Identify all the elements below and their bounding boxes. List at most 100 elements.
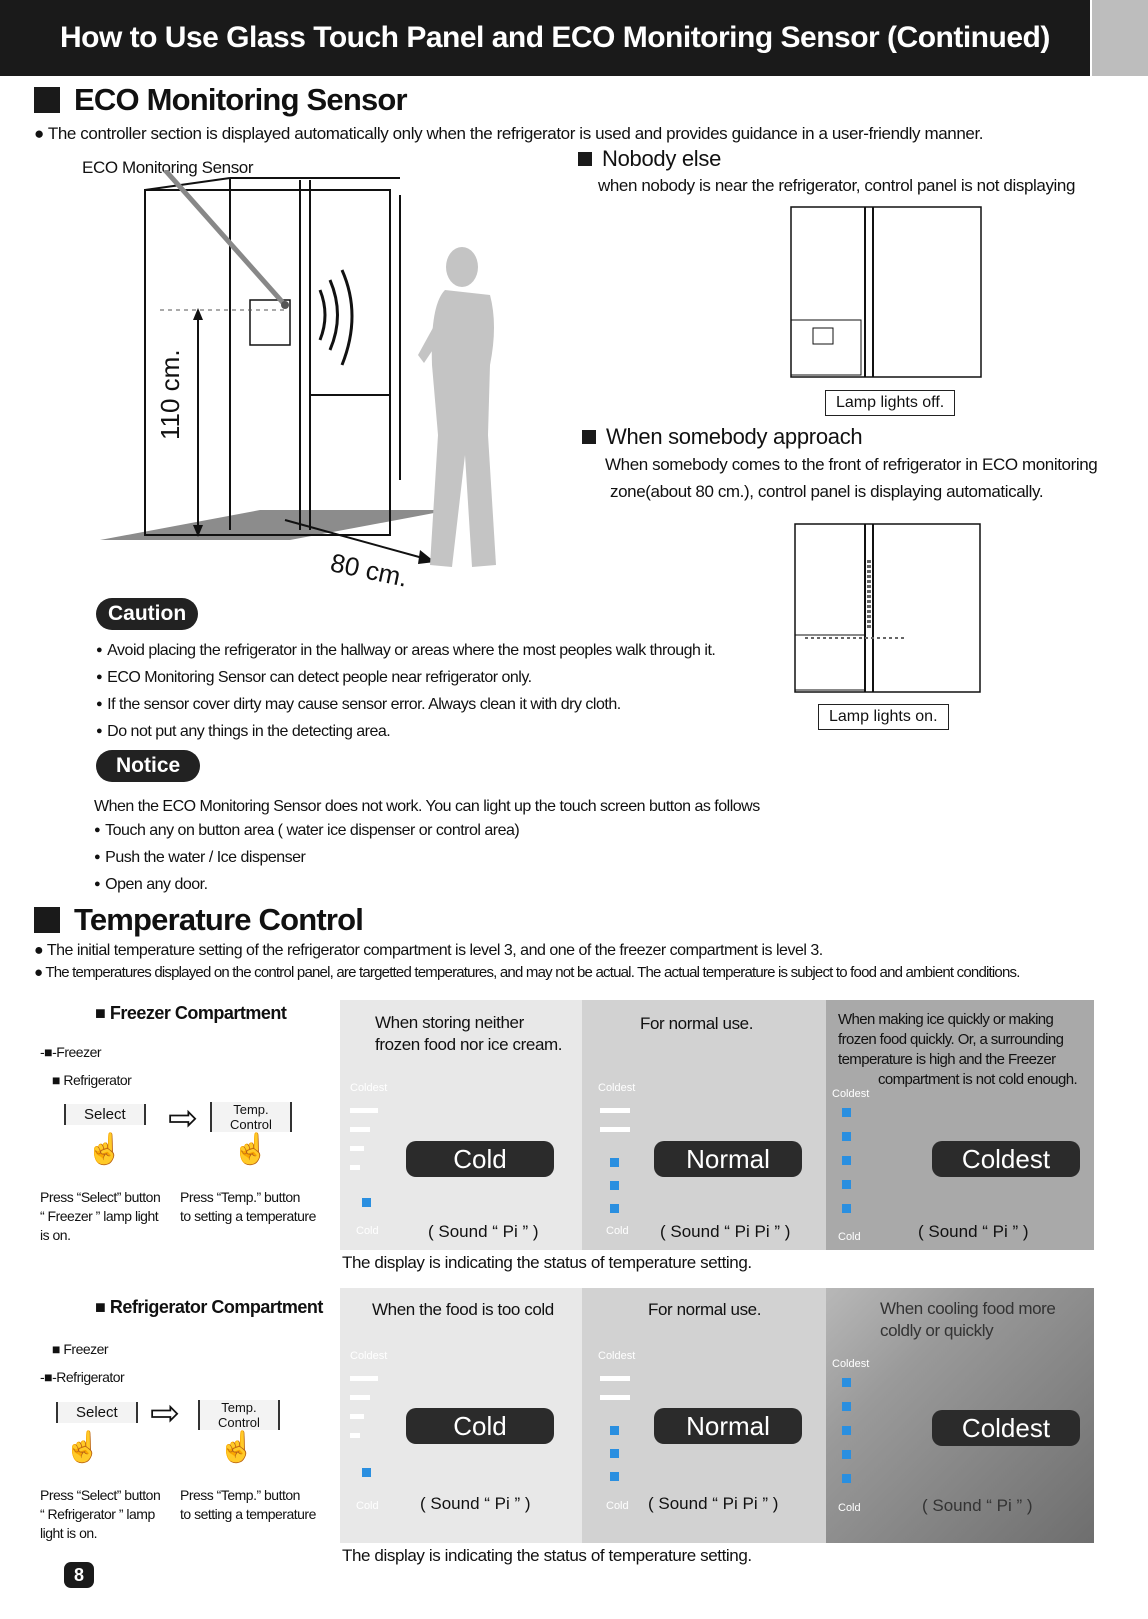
finger-press-icon: ☝ <box>232 1133 270 1166</box>
freezer-panel-coldest <box>826 1000 1094 1250</box>
list-item: Avoid placing the refrigerator in the ha… <box>96 638 716 665</box>
mode-normal-display: Normal <box>654 1408 802 1444</box>
list-item: Push the water / Ice dispenser <box>94 845 519 872</box>
mode-cold-display: Cold <box>406 1408 554 1444</box>
temp-note-1: ● The initial temperature setting of the… <box>34 942 823 959</box>
fridge-status-text: The display is indicating the status of … <box>342 1546 752 1565</box>
caution-list: Avoid placing the refrigerator in the ha… <box>96 638 716 746</box>
level-indicator-icon <box>610 1426 619 1481</box>
mode-coldest-display: Coldest <box>932 1141 1080 1177</box>
level-indicator-icon <box>610 1158 619 1213</box>
level-bars <box>350 1376 378 1438</box>
freezer-panel-cold <box>340 1000 582 1250</box>
level-bottom-label: Cold <box>838 1502 861 1514</box>
list-item: If the sensor cover dirty may cause sens… <box>96 692 715 719</box>
list-item: Touch any on button area ( water ice dis… <box>94 818 520 845</box>
floor-zone <box>100 510 450 540</box>
level-indicator-icon <box>362 1198 371 1207</box>
level-top-label: Coldest <box>832 1358 870 1370</box>
option-refrigerator: ■ Refrigerator <box>52 1072 132 1088</box>
mode-cold-display: Cold <box>406 1141 554 1177</box>
fridge-normal-desc: For normal use. <box>648 1300 762 1319</box>
level-indicator-icon <box>842 1378 851 1483</box>
level-bottom-label: Cold <box>606 1500 629 1512</box>
temp-note-2: ● The temperatures displayed on the cont… <box>34 964 1020 981</box>
fridge-front-on <box>794 523 981 693</box>
approach-desc-1: When somebody comes to the front of refr… <box>605 455 1098 474</box>
eco-section-title: ECO Monitoring Sensor <box>34 82 408 118</box>
level-bars <box>350 1108 378 1170</box>
mode-normal-display: Normal <box>654 1141 802 1177</box>
lamp-on-label: Lamp lights on. <box>818 704 949 730</box>
level-indicator-icon <box>362 1468 371 1477</box>
select-button[interactable]: Select <box>56 1402 138 1423</box>
level-bottom-label: Cold <box>356 1500 379 1512</box>
fridge-cold-desc: When the food is too cold <box>372 1300 554 1319</box>
arrow-right-icon: ⇨ <box>150 1392 181 1433</box>
list-item: Open any door. <box>94 872 519 899</box>
temp-section-title: Temperature Control <box>34 902 364 938</box>
square-bullet-icon <box>34 87 60 113</box>
notice-list: Touch any on button area ( water ice dis… <box>94 818 520 899</box>
level-bottom-label: Cold <box>838 1231 861 1243</box>
lamp-lit-icon: -■- <box>40 1044 57 1060</box>
temp-control-button[interactable]: Temp.Control <box>198 1400 280 1430</box>
finger-press-icon: ☝ <box>86 1133 124 1166</box>
square-bullet-icon <box>582 430 596 444</box>
level-indicator-icon <box>842 1108 851 1213</box>
freezer-status-text: The display is indicating the status of … <box>342 1253 752 1272</box>
level-top-label: Coldest <box>832 1088 870 1100</box>
option-freezer-active: -■-Freezer <box>40 1044 102 1060</box>
freezer-normal-desc: For normal use. <box>640 1014 754 1033</box>
page-number: 8 <box>64 1562 94 1588</box>
list-item: Do not put any things in the detecting a… <box>96 719 715 746</box>
fridge-body <box>144 189 391 536</box>
caption-select: Press “Select” button“ Refrigerator ” la… <box>40 1487 161 1541</box>
level-bottom-label: Cold <box>356 1225 379 1237</box>
freezer-panel-normal <box>582 1000 826 1250</box>
arrow-right-icon: ⇨ <box>168 1097 199 1138</box>
notice-badge: Notice <box>96 750 201 782</box>
level-top-label: Coldest <box>598 1350 636 1362</box>
mode-coldest-display: Coldest <box>932 1410 1080 1446</box>
fridge-front-off <box>790 206 982 378</box>
level-top-label: Coldest <box>350 1082 388 1094</box>
square-bullet-icon <box>34 907 60 933</box>
option-refrigerator-active: -■-Refrigerator <box>40 1369 125 1385</box>
level-bottom-label: Cold <box>606 1225 629 1237</box>
fridge-illustration <box>100 170 450 564</box>
select-button[interactable]: Select <box>64 1104 146 1125</box>
approach-desc-2: zone(about 80 cm.), control panel is dis… <box>610 482 1044 501</box>
level-bars <box>600 1376 630 1414</box>
approach-title: When somebody approach <box>582 424 863 450</box>
sound-normal: ( Sound “ Pi Pi ” ) <box>660 1222 791 1241</box>
level-bars <box>600 1108 630 1146</box>
sensor-label: ECO Monitoring Sensor <box>82 158 254 177</box>
sound-cold: ( Sound “ Pi ” ) <box>420 1494 531 1513</box>
distance-arrow <box>284 519 431 561</box>
page-header: How to Use Glass Touch Panel and ECO Mon… <box>0 0 1090 76</box>
sound-normal: ( Sound “ Pi Pi ” ) <box>648 1494 779 1513</box>
dispenser <box>249 299 291 346</box>
person-silhouette <box>418 247 496 567</box>
finger-press-icon: ☝ <box>64 1431 102 1464</box>
square-bullet-icon <box>578 152 592 166</box>
height-label: 110 cm. <box>155 349 185 440</box>
level-top-label: Coldest <box>598 1082 636 1094</box>
sound-coldest: ( Sound “ Pi ” ) <box>918 1222 1029 1241</box>
sensor-pointer <box>163 170 287 307</box>
level-top-label: Coldest <box>350 1350 388 1362</box>
eco-intro: ● The controller section is displayed au… <box>34 124 984 143</box>
temp-control-button[interactable]: Temp.Control <box>210 1102 292 1132</box>
caution-badge: Caution <box>96 598 199 630</box>
lamp-lit-icon: -■- <box>40 1369 57 1385</box>
nobody-title: Nobody else <box>578 146 721 172</box>
caption-select: Press “Select” button“ Freezer ” lamp li… <box>40 1189 161 1243</box>
option-freezer: ■ Freezer <box>52 1341 109 1357</box>
sound-coldest: ( Sound “ Pi ” ) <box>922 1496 1033 1515</box>
